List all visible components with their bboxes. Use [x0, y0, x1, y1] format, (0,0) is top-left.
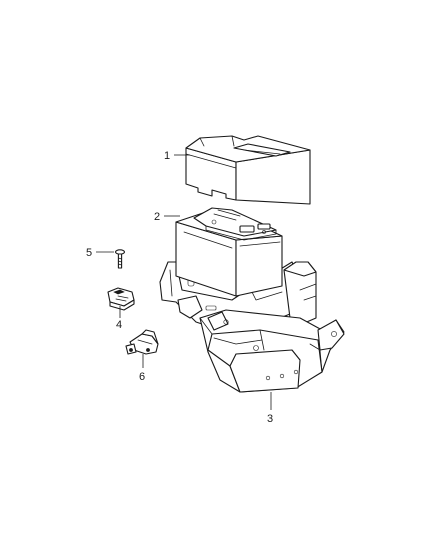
callout-5: 5: [86, 247, 92, 259]
battery-tray[interactable]: [159, 261, 345, 393]
callout-6: 6: [139, 371, 145, 383]
callout-3: 3: [267, 413, 273, 425]
leader-lines: [96, 154, 272, 410]
callouts: 1 2 5 4 6 3: [86, 150, 273, 425]
callout-4: 4: [116, 319, 122, 331]
battery-cover[interactable]: [185, 135, 311, 205]
bolt[interactable]: [114, 249, 126, 269]
sensor-bracket[interactable]: [125, 329, 159, 355]
retainer-clip[interactable]: [107, 287, 135, 311]
battery[interactable]: [175, 207, 283, 297]
callout-1: 1: [164, 150, 170, 162]
callout-2: 2: [154, 211, 160, 223]
